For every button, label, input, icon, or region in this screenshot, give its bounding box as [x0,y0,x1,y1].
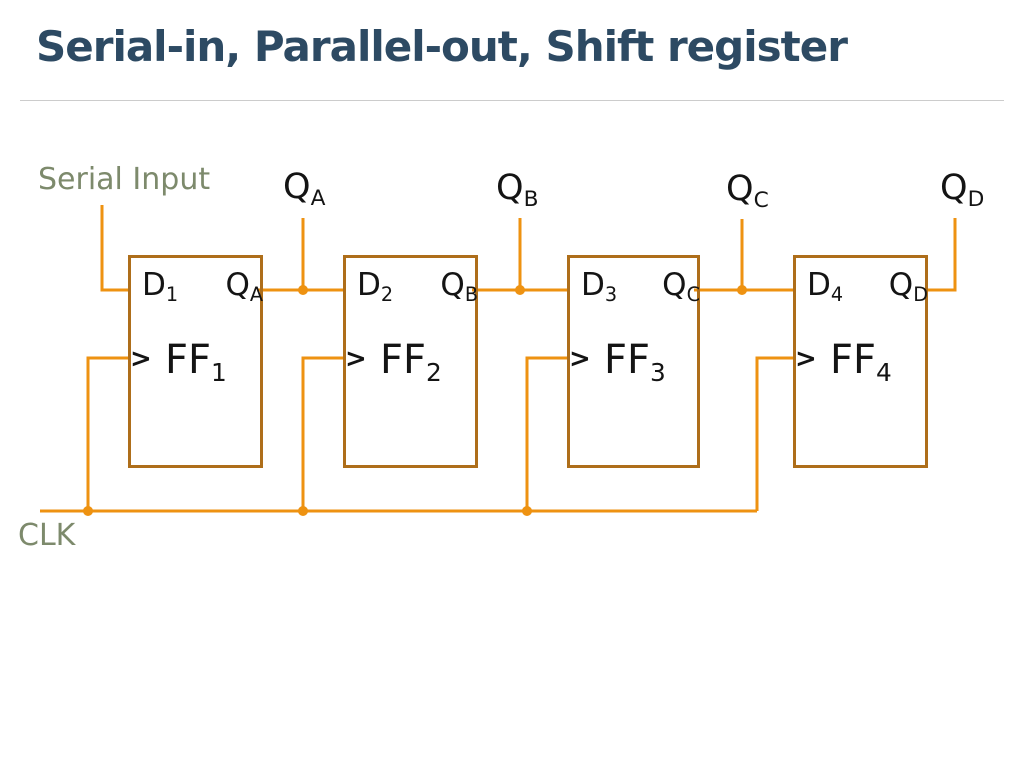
d-input-label: D4 [807,267,844,307]
serial-input-wire [100,205,128,292]
junction-dot-qc [737,285,747,295]
d-input-label: D2 [357,267,394,307]
flip-flop-name: FF1 [165,337,227,387]
q-output-label: QC [662,267,700,307]
output-label-qd: QD [940,168,985,212]
flip-flop-name: FF2 [380,337,442,387]
flip-flop-name: FF4 [830,337,892,387]
flip-flop-2: D2 QB > FF2 [343,255,478,468]
clock-edge-arrow-icon: > [795,344,817,374]
q-output-label: QB [440,267,478,307]
junction-dot-clk3 [522,506,532,516]
flip-flop-3: D3 QC > FF3 [567,255,700,468]
junction-dot-qb [515,285,525,295]
clock-edge-arrow-icon: > [130,344,152,374]
output-label-qc: QC [726,169,769,213]
output-label-qb: QB [496,168,539,212]
flip-flop-name: FF3 [604,337,666,387]
clock-edge-arrow-icon: > [569,344,591,374]
flip-flop-4: D4 QD > FF4 [793,255,928,468]
qd-stub-wire [926,218,957,292]
d-input-label: D3 [581,267,618,307]
d-input-label: D1 [142,267,179,307]
q-output-label: QA [225,267,263,307]
title-divider [20,100,1004,101]
clock-riser-ff4 [755,356,793,511]
clock-riser-ff3 [525,356,567,511]
flip-flop-1: D1 QA > FF1 [128,255,263,468]
junction-dot-clk2 [298,506,308,516]
q-output-label: QD [888,267,928,307]
output-label-qa: QA [283,167,326,211]
clock-riser-ff1 [86,356,128,511]
clock-riser-ff2 [301,356,343,511]
slide-title: Serial-in, Parallel-out, Shift register [36,22,848,71]
clock-edge-arrow-icon: > [345,344,367,374]
junction-dot-clk1 [83,506,93,516]
clk-label: CLK [18,518,76,553]
serial-input-label: Serial Input [38,162,211,197]
junction-dot-qa [298,285,308,295]
